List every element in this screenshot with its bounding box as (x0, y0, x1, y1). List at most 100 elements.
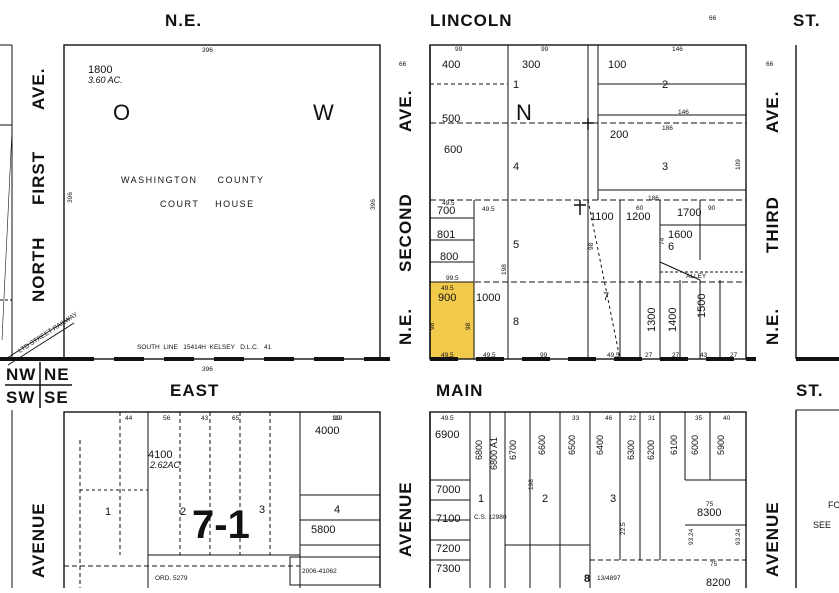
lot-6100[interactable]: 6100 (669, 435, 679, 455)
doc-label: 13/4897 (597, 575, 621, 582)
lot-900-highlight[interactable] (429, 281, 475, 360)
cs-label: C.S. 12980 (474, 514, 507, 521)
lot-1200[interactable]: 1200 (626, 211, 650, 223)
svg-text:186: 186 (662, 125, 673, 132)
street-avenue-mid: AVENUE (396, 481, 415, 557)
street-east: EAST (170, 381, 219, 400)
lot-800[interactable]: 800 (440, 251, 458, 263)
courthouse-block[interactable]: 1800 3.60 AC. O W WASHINGTON COUNTY COUR… (63, 44, 381, 373)
block-sw (63, 411, 381, 593)
lot-1300[interactable]: 1300 (646, 308, 658, 332)
lot-6800[interactable]: 6800 (474, 440, 484, 460)
lot-6900[interactable]: 6900 (435, 429, 459, 441)
lot-1400[interactable]: 1400 (667, 308, 679, 332)
courthouse-letter-w: W (313, 100, 334, 125)
lot-4000[interactable]: 4000 (315, 425, 339, 437)
svg-text:113: 113 (332, 415, 343, 422)
railway-label: LTD STREET RAILWAY (17, 311, 79, 355)
lot-8200[interactable]: 8200 (706, 577, 730, 589)
svg-text:99: 99 (540, 352, 548, 359)
lot-1000[interactable]: 1000 (476, 292, 500, 304)
dimension-labels: 99 99 66 66 66 146 146 186 186 49.5 49.5… (125, 15, 774, 568)
south-line-label: SOUTH LINE 15414H KELSEY D.L.C. 41 (137, 344, 272, 351)
courthouse-lot: 1800 (88, 64, 112, 76)
lot-8300[interactable]: 8300 (697, 507, 721, 519)
lot-200[interactable]: 200 (610, 129, 628, 141)
svg-text:98: 98 (465, 322, 472, 330)
street-first-ave: AVE. (29, 68, 48, 110)
lot-100[interactable]: 100 (608, 59, 626, 71)
lot-900[interactable]: 900 (438, 292, 456, 304)
block-n-letter: N (516, 100, 532, 125)
block-n-num-8: 8 (513, 316, 519, 328)
lot-1700[interactable]: 1700 (677, 207, 701, 219)
svg-text:90: 90 (708, 205, 716, 212)
lot-600[interactable]: 600 (444, 144, 462, 156)
street-third-ave: AVE. (763, 91, 782, 133)
street-avenue-left: AVENUE (29, 502, 48, 578)
ord-label: ORD. 5279 (155, 575, 188, 582)
map-number-sup: 3 (259, 504, 265, 516)
block-se-num-2: 2 (542, 493, 548, 505)
block-n-num-3: 3 (662, 161, 668, 173)
lot-1600[interactable]: 1600 (668, 229, 692, 241)
lot-5900[interactable]: 5900 (716, 435, 726, 455)
lot-1100[interactable]: 1100 (590, 211, 614, 223)
lot-6800-a1[interactable]: 6800 A1 (489, 437, 499, 470)
svg-text:66: 66 (709, 15, 717, 22)
lot-7200[interactable]: 7200 (436, 543, 460, 555)
lot-6400[interactable]: 6400 (595, 435, 605, 455)
svg-text:43: 43 (201, 415, 209, 422)
railway-line: LTD STREET RAILWAY (3, 311, 80, 366)
lot-7100[interactable]: 7100 (436, 513, 460, 525)
svg-text:60: 60 (636, 205, 644, 212)
block-n-num-1: 1 (513, 79, 519, 91)
svg-text:22: 22 (629, 415, 637, 422)
lot-4100[interactable]: 4100 (148, 449, 172, 461)
lot-7300[interactable]: 7300 (436, 563, 460, 575)
lot-1500[interactable]: 1500 (696, 294, 708, 318)
block-se-num-3: 3 (610, 493, 616, 505)
block-sw-num-4: 4 (334, 504, 340, 516)
lot-700[interactable]: 700 (437, 205, 455, 217)
lot-6500[interactable]: 6500 (567, 435, 577, 455)
dim-top: 396 (202, 47, 213, 54)
svg-text:31: 31 (648, 415, 656, 422)
svg-text:98: 98 (429, 322, 436, 330)
street-second-ave: AVE. (396, 90, 415, 132)
svg-text:146: 146 (678, 109, 689, 116)
dim-bottom: 396 (202, 366, 213, 373)
svg-text:40: 40 (723, 415, 731, 422)
quadrant-ne: NE (44, 365, 70, 384)
lot-7000[interactable]: 7000 (436, 484, 460, 496)
street-st-right: ST. (796, 381, 824, 400)
see-label: SEE (813, 520, 831, 530)
lot-500[interactable]: 500 (442, 113, 460, 125)
street-first: FIRST (29, 151, 48, 205)
svg-text:27: 27 (645, 352, 653, 359)
svg-text:49.5: 49.5 (483, 352, 496, 359)
lot-5800[interactable]: 5800 (311, 524, 335, 536)
svg-text:49.5: 49.5 (441, 285, 454, 292)
block-sw-num-1: 1 (105, 506, 111, 518)
street-third-ne: N.E. (763, 308, 782, 345)
lot-300[interactable]: 300 (522, 59, 540, 71)
svg-text:75: 75 (706, 501, 714, 508)
lot-6700[interactable]: 6700 (508, 440, 518, 460)
lot-6200[interactable]: 6200 (646, 440, 656, 460)
lot-6300[interactable]: 6300 (626, 440, 636, 460)
lot-6000[interactable]: 6000 (690, 435, 700, 455)
svg-text:198: 198 (501, 264, 508, 275)
svg-text:49.5: 49.5 (441, 415, 454, 422)
courthouse-building: COURT HOUSE (160, 199, 255, 209)
alley-label: ALLEY (686, 273, 707, 280)
lot-6600[interactable]: 6600 (537, 435, 547, 455)
svg-text:99: 99 (455, 46, 463, 53)
lot-400[interactable]: 400 (442, 59, 460, 71)
street-avenue-right: AVENUE (763, 501, 782, 577)
street-st-top-right: ST. (793, 11, 821, 30)
svg-text:44: 44 (125, 415, 133, 422)
quadrant-marker: NW NE SW SE (5, 362, 72, 408)
lot-801[interactable]: 801 (437, 229, 455, 241)
